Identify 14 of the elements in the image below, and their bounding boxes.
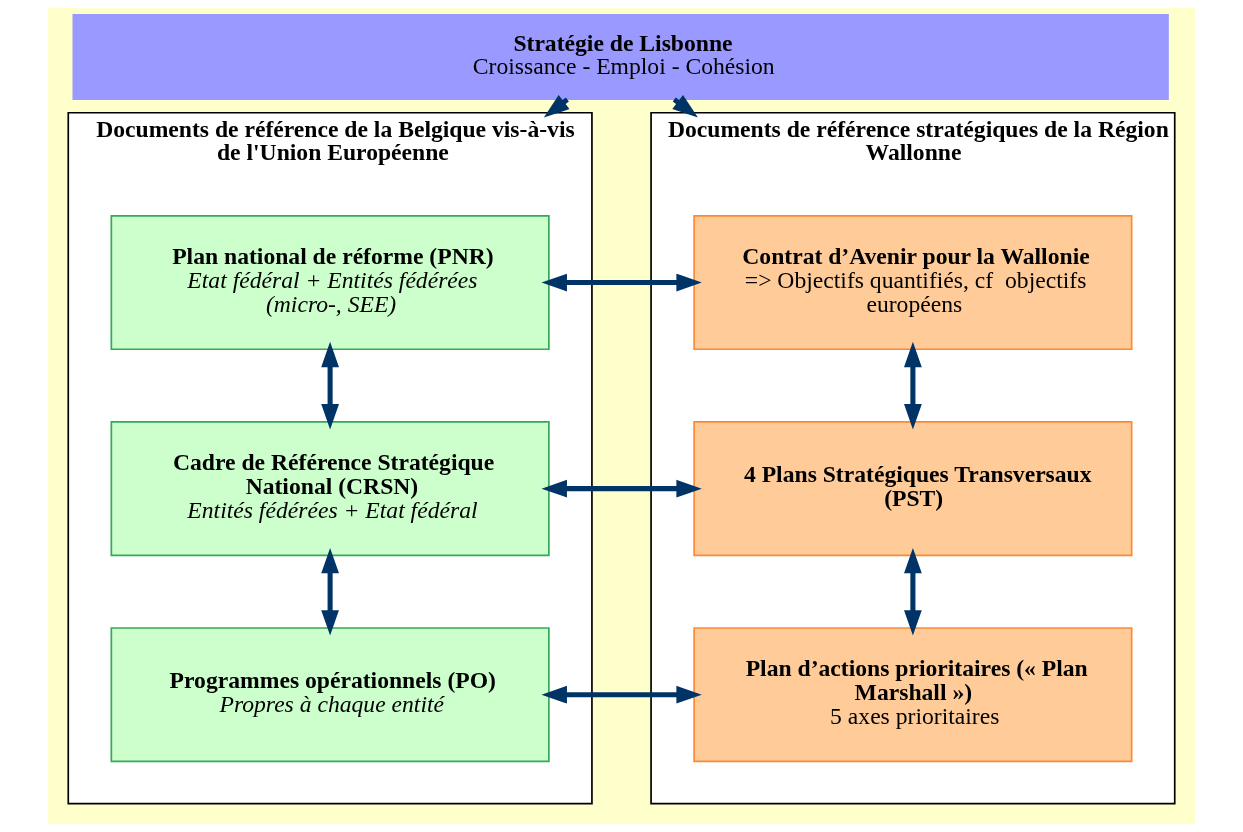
node-box: Plan national de réforme (PNR) Etat fédéral + Entités fédérées (micro-, SEE) — [110, 214, 550, 351]
arrow — [541, 685, 702, 704]
node-box: 4 Plans Stratégiques Transversaux (PST) — [693, 421, 1133, 557]
node-box: Plan d’actions prioritaires (« Plan Marshall ») 5 axes prioritaires — [693, 627, 1133, 763]
node-box: Programmes opérationnels (PO) Propres à chaque entité — [110, 627, 550, 763]
arrow — [541, 273, 702, 292]
node-box: Cadre de Référence Stratégique National (CRSN) Entités fédérées + Etat fédéral — [110, 421, 550, 557]
arrow — [321, 341, 339, 430]
arrow — [321, 547, 339, 636]
node-box: Stratégie de Lisbonne Croissance - Emploi - Cohésion — [72, 13, 1169, 101]
arrow — [904, 341, 922, 430]
node-box: Contrat d’Avenir pour la Wallonie => Objectifs quantifiés, cf objectifs européens — [693, 214, 1133, 351]
arrow — [904, 547, 922, 636]
arrow — [541, 479, 702, 498]
